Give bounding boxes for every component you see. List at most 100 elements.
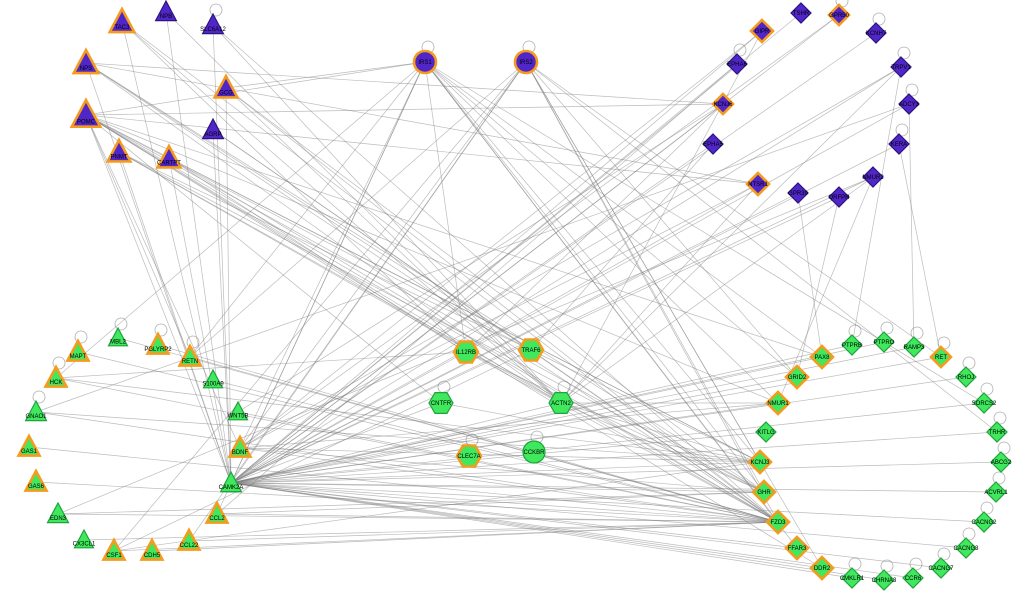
- self-loop-EPHA6: [733, 43, 747, 57]
- edge-GIPR-CAMK2A: [230, 30, 763, 484]
- node-CACNG2[interactable]: CACNG2: [971, 511, 997, 533]
- node-CCR6[interactable]: CCR6: [902, 567, 924, 589]
- edge-GIPR-ACTN2: [560, 30, 763, 404]
- CSF1-shape: [101, 537, 127, 561]
- node-TSHR[interactable]: TSHR: [790, 2, 812, 24]
- node-GAS1[interactable]: GAS1: [16, 433, 42, 457]
- node-CX3CL1[interactable]: CX3CL1: [73, 528, 96, 549]
- node-GHR[interactable]: GHR: [751, 479, 777, 505]
- node-RET[interactable]: RET: [929, 345, 953, 369]
- node-ACVRL1[interactable]: ACVRL1: [984, 481, 1008, 503]
- node-DDR2[interactable]: DDR2: [809, 555, 835, 581]
- node-S100A9[interactable]: S100A9: [202, 368, 224, 389]
- CAMK2A-shape: [219, 470, 243, 493]
- node-RAMP3[interactable]: RAMP3: [903, 336, 925, 358]
- node-NPS[interactable]: NPS: [71, 47, 101, 75]
- node-HCK[interactable]: HCK: [43, 364, 69, 388]
- node-EPHA5[interactable]: EPHA5: [702, 133, 724, 155]
- node-NPB[interactable]: NPB: [154, 0, 178, 22]
- node-GNAO1[interactable]: GNAO1: [24, 399, 48, 422]
- edge-CNTFR-CAMK2A: [230, 402, 442, 484]
- node-NTSR1[interactable]: NTSR1: [745, 171, 771, 197]
- edge-ACTN2-KCNJ3: [560, 402, 761, 463]
- GPR39-shape: [787, 182, 809, 204]
- node-FZD3[interactable]: FZD3: [765, 509, 791, 535]
- node-QRFPR[interactable]: QRFPR: [828, 186, 851, 208]
- node-GAS6[interactable]: GAS6: [23, 468, 49, 492]
- node-CCKBR[interactable]: CCKBR: [522, 440, 546, 464]
- edge-CAMK2A-CACNG2: [230, 482, 985, 523]
- edge-KCNJ6-CAMK2A: [230, 103, 724, 484]
- HCK-shape: [43, 364, 69, 388]
- node-TAC3[interactable]: TAC3: [107, 6, 137, 34]
- edge-NMUR2-CAMK2A: [230, 176, 874, 484]
- node-PTPRB[interactable]: PTPRB: [841, 334, 863, 356]
- edge-KCNH7-CAMK2A: [230, 32, 877, 484]
- node-EPHA6[interactable]: EPHA6: [726, 53, 748, 75]
- node-SLC6A12[interactable]: SLC6A12: [200, 12, 227, 35]
- edge-IRS1-IL12RB: [424, 61, 467, 353]
- node-GPR50[interactable]: GPR50: [827, 3, 851, 27]
- node-CLEC7A[interactable]: CLEC7A: [455, 444, 483, 468]
- edge-IRS2-FZD3: [525, 61, 779, 523]
- self-loop-ABCG2: [997, 441, 1011, 455]
- node-PGLYRP2[interactable]: PGLYRP2: [144, 331, 172, 355]
- node-CACNG3[interactable]: CACNG3: [953, 537, 979, 559]
- GAS6-shape: [23, 468, 49, 492]
- node-ADCY3[interactable]: ADCY3: [898, 93, 920, 115]
- node-CNTFR[interactable]: CNTFR: [428, 392, 454, 414]
- edge-CAMK2A-CMKLR1: [230, 482, 853, 579]
- node-TRAF6[interactable]: TRAF6: [517, 338, 545, 362]
- edge-GCG-FZD3: [225, 87, 779, 523]
- node-IRS1[interactable]: IRS1: [412, 49, 438, 75]
- edge-EPHA6-CCL2: [216, 63, 738, 515]
- node-KITLG[interactable]: KITLG: [755, 421, 777, 443]
- node-ABCG2[interactable]: ABCG2: [990, 451, 1012, 473]
- node-TRHR[interactable]: TRHR: [986, 421, 1008, 443]
- node-BDNF[interactable]: BDNF: [227, 434, 253, 458]
- edge-POMC-CAMK2A: [85, 114, 232, 484]
- edge-ADCY3-RAMP3: [908, 103, 915, 348]
- node-MAPT[interactable]: MAPT: [65, 338, 91, 362]
- node-CCL2[interactable]: CCL2: [204, 500, 230, 524]
- NMUR1-shape: [765, 390, 791, 416]
- node-IL12RB[interactable]: IL12RB: [452, 340, 480, 364]
- edge-NTSR1-BDNF: [239, 183, 759, 449]
- node-EDN3[interactable]: EDN3: [46, 501, 70, 524]
- edge-POMC-RETN: [85, 114, 191, 358]
- edge-CCL2-GHR: [216, 491, 765, 515]
- node-RHOJ[interactable]: RHOJ: [955, 366, 977, 388]
- self-loop-PGLYRP2: [154, 323, 168, 337]
- edge-POMC-KCNJ6: [85, 103, 724, 116]
- PAX8-shape: [809, 344, 835, 370]
- node-GRID2[interactable]: GRID2: [784, 364, 810, 390]
- CCL2-shape: [204, 500, 230, 524]
- node-PNMT[interactable]: PNMT: [105, 137, 133, 163]
- node-GPR39[interactable]: GPR39: [787, 182, 809, 204]
- edge-ACTN2-GHR: [560, 402, 765, 493]
- edge-TAC3-CAMK2A: [121, 21, 232, 484]
- ACTN2-shape: [548, 392, 574, 414]
- edge-TAC3-IL12RB: [121, 21, 467, 353]
- CX3CL1-shape: [73, 528, 95, 549]
- KCNJ3-shape: [747, 449, 773, 475]
- self-loop-RHOJ: [962, 356, 976, 370]
- node-WNT5B[interactable]: WNT5B: [227, 400, 249, 421]
- node-ACTN2[interactable]: ACTN2: [548, 392, 574, 414]
- GHR-shape: [751, 479, 777, 505]
- node-KCNJ3[interactable]: KCNJ3: [747, 449, 773, 475]
- node-FFAR3[interactable]: FFAR3: [784, 535, 810, 561]
- NPB-shape: [154, 0, 178, 22]
- node-CACNG7[interactable]: CACNG7: [928, 557, 954, 579]
- node-KCNH7[interactable]: KCNH7: [865, 22, 887, 44]
- node-PAX8[interactable]: PAX8: [809, 344, 835, 370]
- edge-BDNF-NMUR1: [239, 402, 779, 449]
- TRPV1-shape: [890, 56, 912, 78]
- node-SORCS2[interactable]: SORCS2: [972, 392, 997, 414]
- node-NMUR2[interactable]: NMUR2: [862, 166, 884, 188]
- MBL2-shape: [107, 326, 129, 347]
- node-IRS2[interactable]: IRS2: [513, 49, 539, 75]
- edge-PNMT-CAMK2A: [118, 151, 232, 484]
- edge-CSF1-KCNJ3: [113, 461, 761, 552]
- node-KERA[interactable]: KERA: [888, 133, 910, 155]
